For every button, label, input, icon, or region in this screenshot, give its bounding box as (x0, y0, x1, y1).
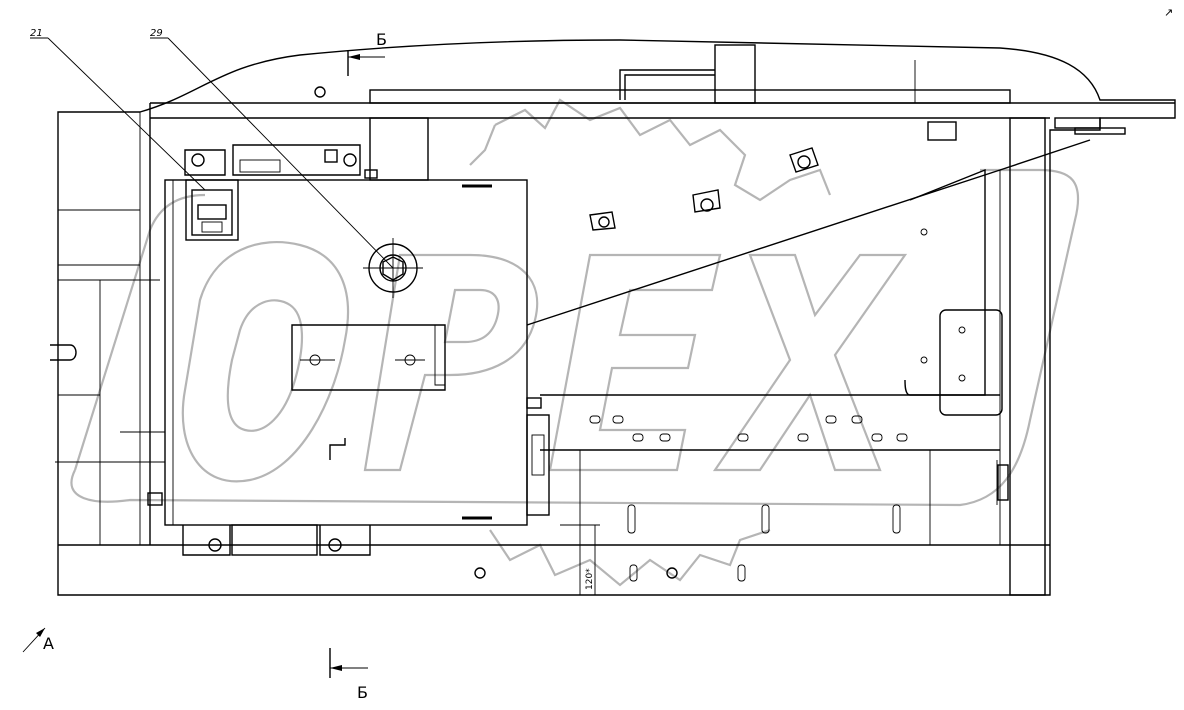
section-mark-bottom-label: Б (357, 683, 368, 702)
callout-21: 21 (30, 28, 206, 191)
watermark-gear-outline (469, 98, 832, 587)
callout-21-label: 21 (30, 28, 43, 39)
right-panel (55, 117, 1091, 595)
slot-row (589, 415, 908, 582)
view-arrow-a: А (22, 627, 54, 653)
dimension-label: 120* (585, 568, 595, 590)
section-mark-bottom: Б (329, 648, 368, 702)
chassis-outline (50, 39, 1176, 596)
watermark-letters (70, 168, 1080, 507)
corner-mark: ↗ (1164, 6, 1173, 19)
bottom-mounts (182, 524, 371, 556)
view-arrow-label: А (43, 634, 54, 653)
control-box (164, 144, 528, 556)
callout-29-label: 29 (150, 28, 163, 39)
section-mark-top: Б (347, 30, 387, 76)
dimension-120: 120* (560, 524, 600, 595)
section-mark-top-label: Б (376, 30, 387, 49)
sensor-mount (184, 144, 378, 241)
callout-29: 29 (150, 28, 394, 269)
